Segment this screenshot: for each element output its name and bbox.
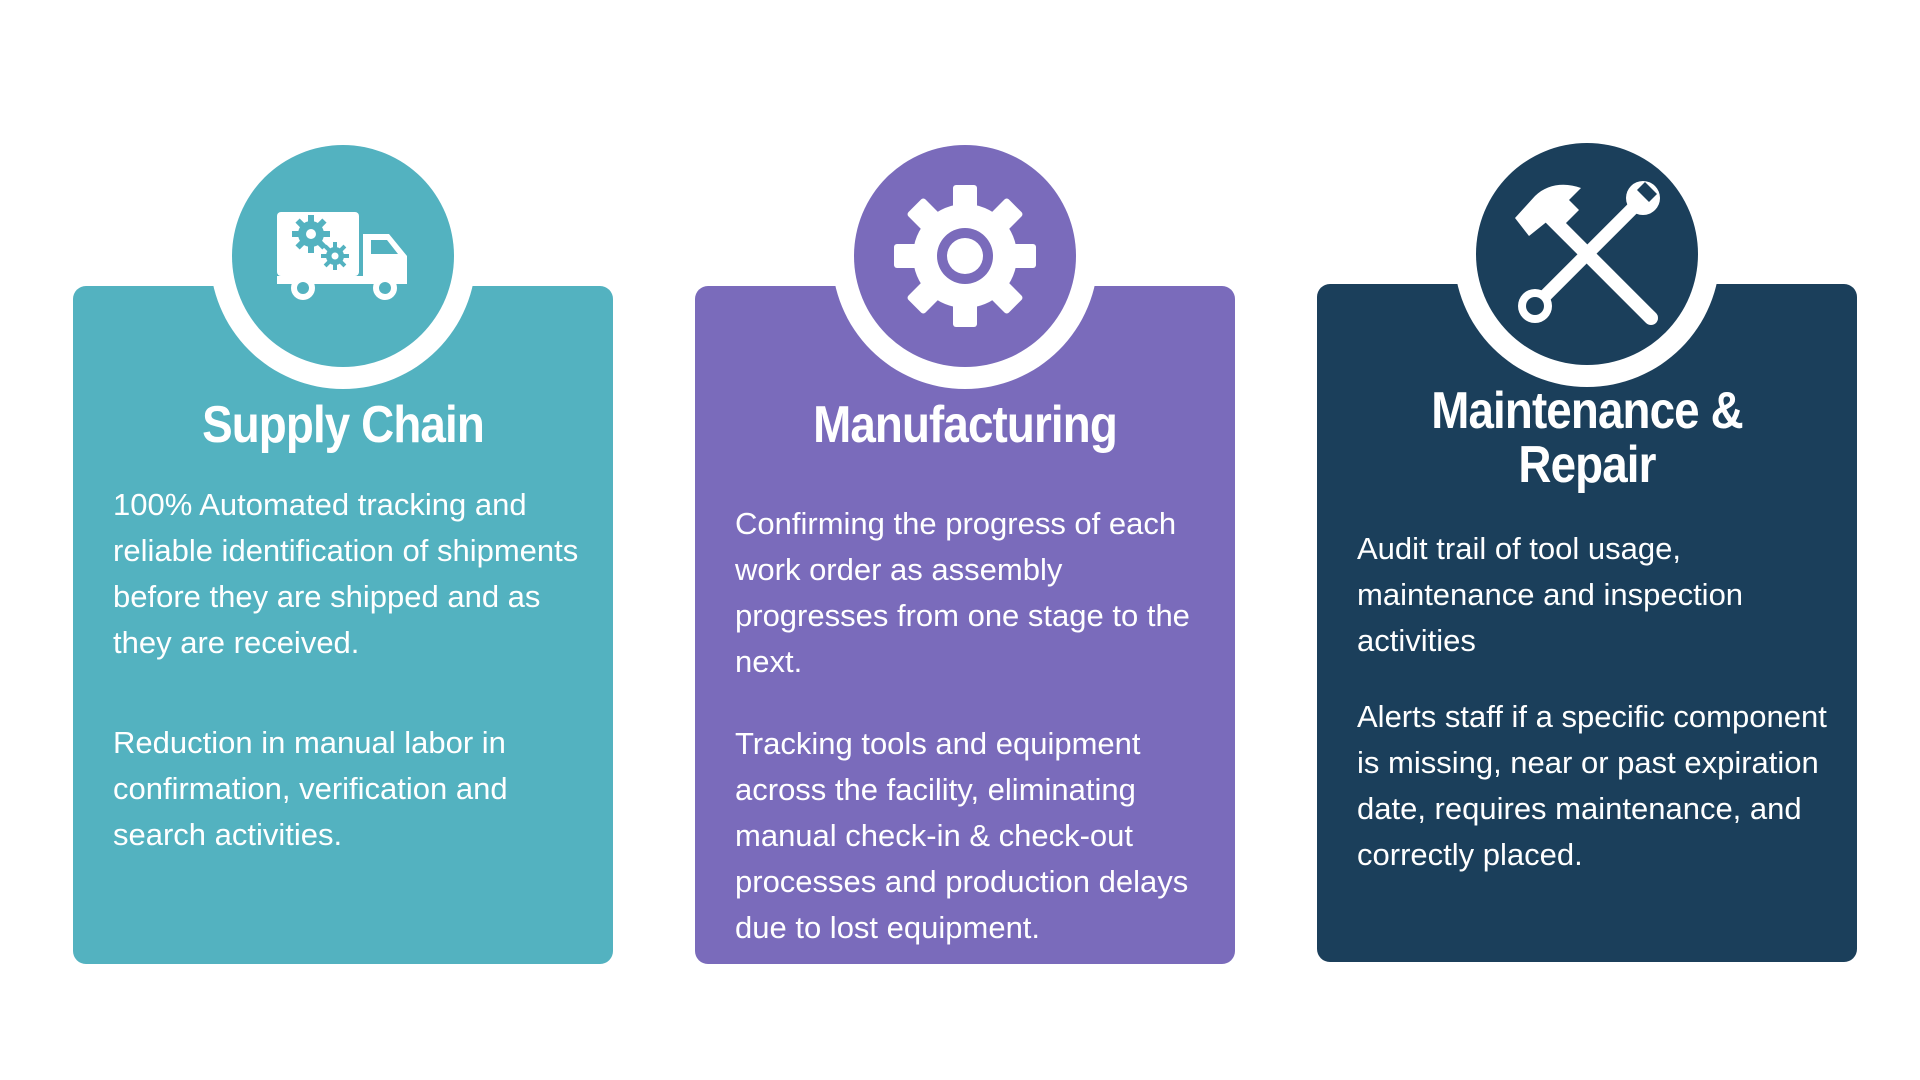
card-paragraph: Reduction in manual labor in confirmatio…: [113, 725, 508, 852]
card-title: Manufacturing: [813, 396, 1118, 454]
icon-badge: [1454, 121, 1720, 387]
gear-icon: [894, 185, 1036, 327]
card-paragraph: Confirming the progress of each work ord…: [735, 506, 1190, 679]
card-supply-chain: Supply Chain 100% Automated tracking and…: [73, 123, 613, 964]
delivery-truck-icon: [277, 212, 407, 300]
card-paragraph: Audit trail of tool usage, maintenance a…: [1357, 531, 1744, 658]
card-body: 100% Automated tracking and reliable ide…: [113, 482, 593, 858]
card-paragraph: Alerts staff if a specific component is …: [1357, 699, 1827, 872]
icon-badge: [210, 123, 476, 389]
hammer-wrench-icon: [1515, 181, 1660, 325]
icon-badge: [832, 123, 1098, 389]
card-body: Audit trail of tool usage, maintenance a…: [1357, 526, 1837, 878]
card-maintenance-repair: Maintenance &Repair Audit trail of tool …: [1317, 121, 1857, 962]
card-paragraph: Tracking tools and equipment across the …: [735, 726, 1189, 945]
card-body: Confirming the progress of each work ord…: [735, 501, 1215, 951]
card-paragraph: 100% Automated tracking and reliable ide…: [113, 487, 579, 660]
card-manufacturing: Manufacturing Confirming the progress of…: [695, 123, 1235, 964]
card-title: Supply Chain: [202, 396, 485, 454]
card-title: Maintenance &Repair: [1431, 382, 1743, 494]
